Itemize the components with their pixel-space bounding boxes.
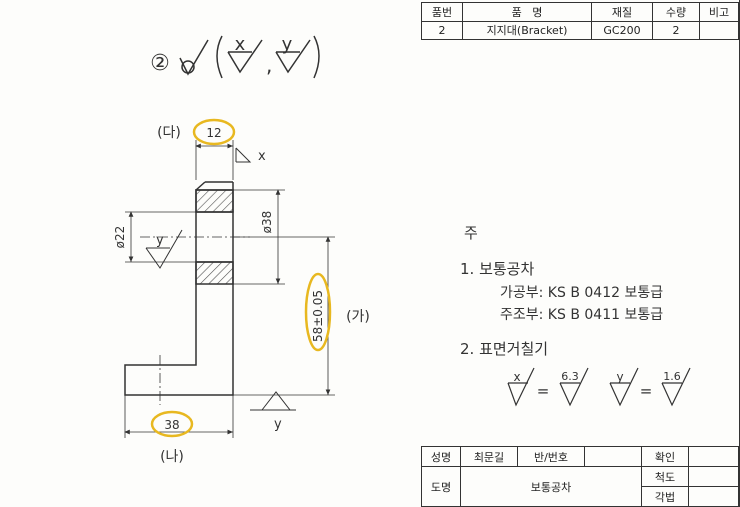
note-item-1a: 가공부: KS B 0412 보통급 (500, 285, 664, 301)
parts-list-table: 품번 품 명 재질 수량 비고 2 지지대(Bracket) GC200 2 (421, 2, 739, 40)
title-class-label: 반/번호 (517, 446, 585, 467)
surface-mark-x-label: x (258, 149, 266, 164)
title-scale-value (688, 466, 739, 487)
bracket-part-outline (124, 181, 234, 396)
paren-open-icon (216, 35, 223, 79)
title-name-value: 최문길 (460, 446, 518, 467)
title-block-row-3: 각법 (422, 486, 739, 507)
spec-y-label: y (282, 34, 293, 55)
note-item-2: 2. 표면거칠기 (460, 340, 549, 358)
dim-shaft (125, 211, 196, 263)
callout-da: (다) (157, 125, 181, 141)
dim-width-top (195, 140, 234, 180)
center-lines (140, 236, 250, 405)
cell-remarks (699, 20, 739, 40)
dim-height (233, 236, 335, 396)
title-name-label: 성명 (421, 446, 461, 467)
title-class-value (584, 446, 642, 467)
roughness-legend-16-icon (661, 367, 691, 407)
roughness-legend-y-icon (609, 367, 639, 407)
cell-part-name: 지지대(Bracket) (462, 20, 592, 40)
cell-material: GC200 (591, 20, 653, 40)
callout-na: (나) (160, 449, 184, 465)
dim-shaft-label: ø22 (113, 226, 127, 249)
paren-close-icon (313, 35, 320, 79)
dim-height-label: 58±0.05 (311, 290, 325, 342)
roughness-legend-63-icon (559, 367, 589, 407)
surface-mark-y-bottom-label: y (274, 417, 282, 432)
dim-base-width-label: 38 (164, 418, 179, 432)
surface-spec-header: ② x , y (150, 34, 320, 79)
roughness-legend-y-label: y (616, 370, 623, 384)
highlight-base-width (150, 410, 194, 438)
roughness-x-icon (227, 39, 263, 74)
roughness-legend-63-label: 6.3 (561, 370, 579, 383)
roughness-legend-x-label: x (513, 370, 520, 384)
spec-x-label: x (235, 34, 246, 55)
surface-mark-y-left-icon (145, 229, 183, 269)
dim-width-top-label: 12 (206, 126, 221, 140)
header-remarks: 비고 (699, 2, 739, 22)
title-block-row-1: 성명 최문길 반/번호 확인 (421, 446, 739, 467)
roughness-legend (507, 367, 691, 407)
title-drawing-label: 도명 (421, 466, 461, 507)
parts-table-row: 2 지지대(Bracket) GC200 2 (421, 20, 739, 40)
spec-comma: , (266, 53, 272, 77)
header-material: 재질 (591, 2, 653, 22)
callout-ga: (가) (346, 309, 370, 325)
roughness-legend-eq-1: = (537, 382, 550, 400)
title-scale-label: 척도 (641, 466, 689, 487)
roughness-legend-x-icon (507, 367, 535, 407)
highlight-width-top (192, 118, 236, 146)
title-projection-value (688, 486, 739, 507)
title-check-label: 확인 (641, 446, 689, 467)
surface-mark-x-icon (235, 147, 252, 163)
general-roughness-icon (179, 39, 209, 76)
title-projection-label: 각법 (641, 486, 689, 507)
title-drawing-value: 보통공차 (460, 466, 642, 507)
title-block-table: 성명 최문길 반/번호 확인 도명 보통공차 척도 각법 (421, 446, 739, 507)
item-number: ② (150, 51, 170, 76)
note-item-1: 1. 보통공차 (460, 260, 535, 278)
surface-mark-y-bottom-icon (250, 391, 296, 411)
roughness-legend-16-label: 1.6 (663, 370, 681, 383)
dim-bore-label: ø38 (260, 211, 274, 234)
notes-block: 주 1. 보통공차 가공부: KS B 0412 보통급 주조부: KS B 0… (460, 222, 730, 362)
highlight-height (304, 272, 332, 352)
note-item-1b: 주조부: KS B 0411 보통급 (500, 307, 664, 323)
dim-base-width (124, 395, 234, 438)
roughness-y-icon (275, 39, 311, 74)
roughness-legend-eq-2: = (640, 382, 653, 400)
notes-heading: 주 (464, 224, 478, 242)
title-block-row-2: 도명 보통공차 척도 (421, 466, 739, 507)
surface-mark-y-left-label: y (156, 233, 164, 248)
title-check-value (688, 446, 739, 467)
